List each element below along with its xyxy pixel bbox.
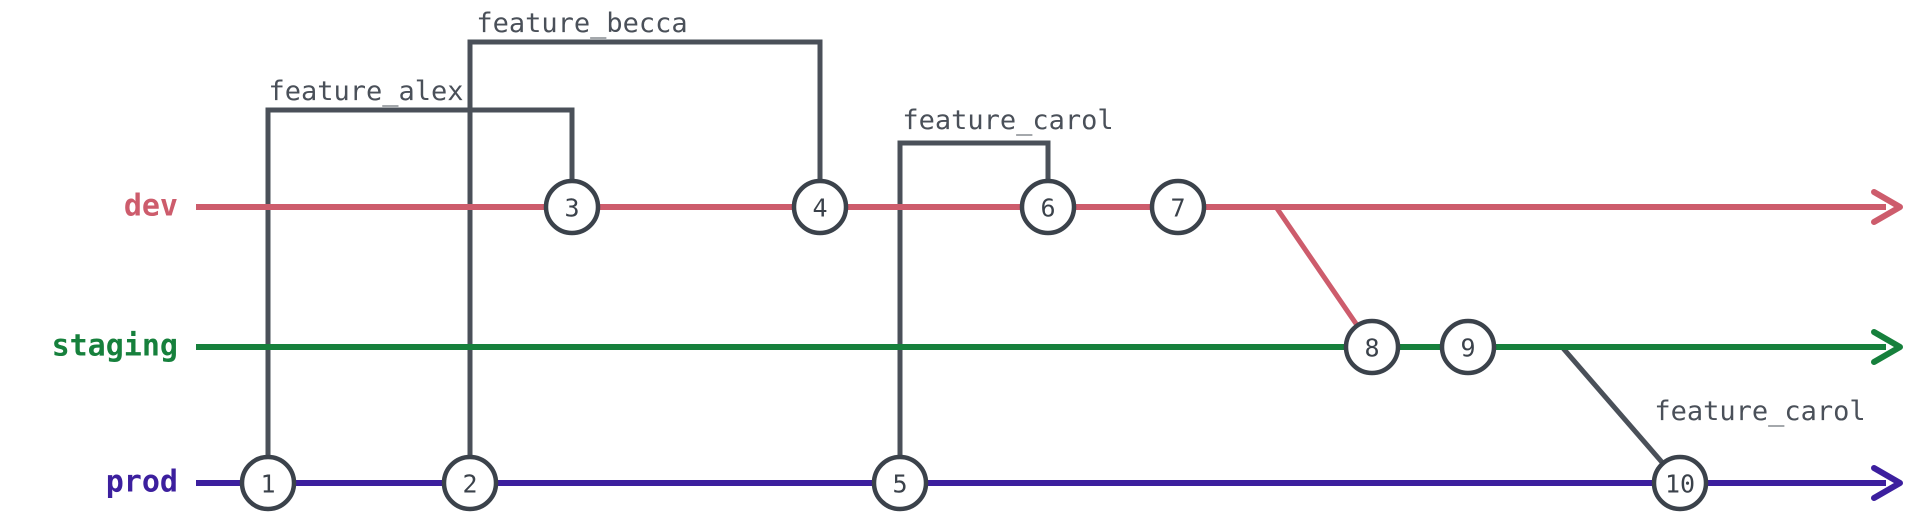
branch-label-dev: dev bbox=[124, 189, 178, 224]
arrowhead-prod-icon bbox=[1871, 465, 1903, 501]
commit-node-10[interactable]: 10 bbox=[1651, 454, 1709, 512]
commit-number-10: 10 bbox=[1665, 470, 1695, 499]
feature-label-feature-becca: feature_becca bbox=[476, 8, 687, 39]
commit-circle-9[interactable] bbox=[1439, 318, 1497, 376]
merge-line-merge-staging-to-prod bbox=[1560, 345, 1682, 485]
commit-number-9: 9 bbox=[1460, 334, 1475, 363]
commit-circle-7[interactable] bbox=[1149, 178, 1207, 236]
commit-number-4: 4 bbox=[812, 194, 827, 223]
commit-number-3: 3 bbox=[564, 194, 579, 223]
feature-label-group: feature_alexfeature_beccafeature_carolfe… bbox=[268, 8, 1865, 427]
commit-node-4[interactable]: 4 bbox=[791, 178, 849, 236]
branch-line-group bbox=[196, 189, 1903, 501]
commit-node-5[interactable]: 5 bbox=[871, 454, 929, 512]
commit-node-7[interactable]: 7 bbox=[1149, 178, 1207, 236]
commit-circle-2[interactable] bbox=[441, 454, 499, 512]
commit-circle-1[interactable] bbox=[239, 454, 297, 512]
feature-label-feature-alex: feature_alex bbox=[268, 76, 463, 107]
commit-circle-6[interactable] bbox=[1019, 178, 1077, 236]
commit-number-5: 5 bbox=[892, 470, 907, 499]
feature-branch-group bbox=[265, 39, 1051, 483]
commit-number-1: 1 bbox=[260, 470, 275, 499]
arrowhead-dev-icon bbox=[1871, 189, 1903, 225]
commit-number-7: 7 bbox=[1170, 194, 1185, 223]
commit-circle-10[interactable] bbox=[1651, 454, 1709, 512]
feature-branch-path-feature-carol-top bbox=[897, 140, 1051, 483]
merge-label-merge-staging-to-prod: feature_carol bbox=[1654, 396, 1865, 427]
commit-node-1[interactable]: 1 bbox=[239, 454, 297, 512]
merge-path-group bbox=[1273, 205, 1682, 485]
commit-number-8: 8 bbox=[1364, 334, 1379, 363]
commit-node-2[interactable]: 2 bbox=[441, 454, 499, 512]
commit-node-group: 3 4 6 7 8 9 1 2 5 10 bbox=[239, 178, 1709, 512]
feature-label-feature-carol-top: feature_carol bbox=[902, 105, 1113, 136]
commit-node-3[interactable]: 3 bbox=[543, 178, 601, 236]
branch-label-staging: staging bbox=[52, 329, 178, 364]
branch-label-prod: prod bbox=[106, 465, 178, 500]
commit-circle-5[interactable] bbox=[871, 454, 929, 512]
arrowhead-staging-icon bbox=[1871, 329, 1903, 365]
commit-node-6[interactable]: 6 bbox=[1019, 178, 1077, 236]
commit-number-2: 2 bbox=[462, 470, 477, 499]
commit-number-6: 6 bbox=[1040, 194, 1055, 223]
feature-branch-path-feature-becca bbox=[467, 39, 823, 483]
commit-circle-8[interactable] bbox=[1343, 318, 1401, 376]
commit-circle-3[interactable] bbox=[543, 178, 601, 236]
commit-circle-4[interactable] bbox=[791, 178, 849, 236]
feature-branch-path-feature-alex bbox=[265, 107, 575, 483]
branch-label-group: dev staging prod bbox=[52, 189, 178, 500]
merge-line-merge-dev-to-staging bbox=[1273, 205, 1375, 349]
commit-node-9[interactable]: 9 bbox=[1439, 318, 1497, 376]
commit-node-8[interactable]: 8 bbox=[1343, 318, 1401, 376]
